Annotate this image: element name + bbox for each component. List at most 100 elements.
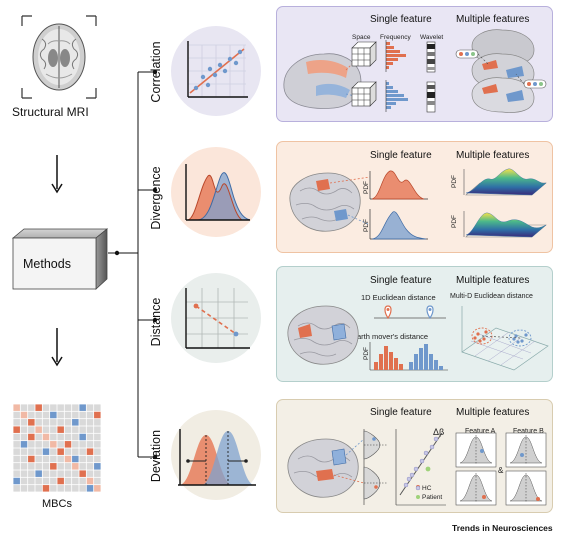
emd-label: Earth mover's distance bbox=[352, 332, 429, 341]
mbc-cell bbox=[86, 426, 94, 433]
distance-panel-graphics bbox=[287, 305, 549, 371]
mbc-cell bbox=[57, 477, 64, 485]
mbc-cell bbox=[79, 455, 86, 463]
mri-label: Structural MRI bbox=[12, 105, 89, 119]
mri-brain-image bbox=[20, 14, 98, 100]
mbc-cell bbox=[79, 485, 86, 492]
ampersand-label: & bbox=[498, 466, 504, 475]
deviation-single-header: Single feature bbox=[370, 407, 432, 418]
mbc-cell bbox=[94, 448, 101, 455]
deviation-panel-graphics bbox=[287, 429, 446, 506]
mbc-cell bbox=[79, 477, 86, 485]
mbc-cell bbox=[64, 485, 72, 492]
mbc-cell bbox=[79, 404, 86, 411]
method-label-deviation: Deviation bbox=[149, 429, 163, 483]
mbc-cell bbox=[79, 426, 86, 433]
mbc-cell bbox=[13, 455, 20, 463]
mbc-cell bbox=[72, 448, 79, 455]
mbc-cell bbox=[28, 463, 35, 470]
mbc-cell bbox=[86, 433, 94, 441]
mbc-cell bbox=[72, 433, 79, 441]
distance-multiple-header: Multiple features bbox=[456, 275, 530, 286]
mbc-cell bbox=[20, 419, 28, 426]
journal-footer: Trends in Neurosciences bbox=[452, 523, 553, 533]
mbc-cell bbox=[50, 433, 57, 441]
mbc-cell bbox=[86, 477, 94, 485]
distance-grid-icon bbox=[171, 273, 261, 363]
mbc-cell bbox=[42, 441, 50, 448]
euclid-md-label: Multi-D Euclidean distance bbox=[450, 293, 533, 300]
mbc-cell bbox=[64, 463, 72, 470]
mbc-cell bbox=[57, 470, 64, 477]
mbc-cell bbox=[28, 470, 35, 477]
patient-legend-label: Patient bbox=[422, 494, 443, 501]
mbc-cell bbox=[28, 426, 35, 433]
mbc-cell bbox=[28, 455, 35, 463]
delta-beta-label: Δβ bbox=[433, 427, 445, 437]
mbc-cell bbox=[79, 470, 86, 477]
mbc-cell bbox=[20, 404, 28, 411]
mbcs-label: MBCs bbox=[42, 498, 72, 510]
correlation-multiple-header: Multiple features bbox=[456, 14, 530, 25]
correlation-panel-graphics bbox=[283, 29, 547, 113]
mbc-cell bbox=[13, 404, 20, 411]
mbc-cell bbox=[94, 419, 101, 426]
deviation-legend-and-features bbox=[415, 432, 547, 506]
mbc-cell bbox=[28, 404, 35, 411]
mbc-cell bbox=[72, 419, 79, 426]
mbc-cell bbox=[86, 419, 94, 426]
mbc-cell bbox=[20, 433, 28, 441]
divergence-distributions-icon bbox=[171, 147, 261, 237]
mbc-cell bbox=[13, 426, 20, 433]
mbc-cell bbox=[35, 463, 42, 470]
mbc-cell bbox=[86, 470, 94, 477]
mbc-cell bbox=[86, 455, 94, 463]
mbc-cell bbox=[94, 470, 101, 477]
mbc-cell bbox=[86, 463, 94, 470]
mbc-cell bbox=[94, 455, 101, 463]
correlation-scatter-icon bbox=[171, 26, 261, 116]
mbc-cell bbox=[57, 411, 64, 419]
down-arrow-icon bbox=[51, 328, 63, 367]
mbc-cell bbox=[50, 404, 57, 411]
mbc-cell bbox=[79, 463, 86, 470]
mbc-cell bbox=[79, 411, 86, 419]
mbc-cell bbox=[64, 419, 72, 426]
mbc-cell bbox=[64, 477, 72, 485]
mbc-cell bbox=[94, 477, 101, 485]
mbc-cell bbox=[64, 448, 72, 455]
mbc-cell bbox=[50, 448, 57, 455]
mbc-cell bbox=[79, 419, 86, 426]
mbc-cell bbox=[57, 448, 64, 455]
mbc-cell bbox=[79, 448, 86, 455]
mbc-cell bbox=[42, 419, 50, 426]
mbc-cell bbox=[72, 455, 79, 463]
mbc-cell bbox=[35, 419, 42, 426]
divergence-multiple-header: Multiple features bbox=[456, 150, 530, 161]
method-label-divergence: Divergence bbox=[149, 166, 163, 230]
mbc-cell bbox=[50, 463, 57, 470]
mbc-cell bbox=[57, 433, 64, 441]
mbc-cell bbox=[28, 485, 35, 492]
distance-single-header: Single feature bbox=[370, 275, 432, 286]
frequency-label: Frequency bbox=[380, 34, 411, 41]
mbc-cell bbox=[57, 419, 64, 426]
mbc-cell bbox=[64, 404, 72, 411]
mbc-cell bbox=[94, 411, 101, 419]
space-label: Space bbox=[352, 34, 371, 41]
deviation-multiple-header: Multiple features bbox=[456, 407, 530, 418]
mbc-cell bbox=[94, 404, 101, 411]
mbc-cell bbox=[64, 411, 72, 419]
mbc-cell bbox=[64, 470, 72, 477]
mbc-cell bbox=[35, 448, 42, 455]
mbc-cell bbox=[57, 441, 64, 448]
mbc-cell bbox=[35, 477, 42, 485]
hc-legend-label: HC bbox=[422, 485, 432, 492]
mbc-cell bbox=[35, 455, 42, 463]
mbc-cell bbox=[50, 426, 57, 433]
mbc-cell bbox=[13, 485, 20, 492]
mbc-cell bbox=[86, 404, 94, 411]
mbc-cell bbox=[94, 426, 101, 433]
